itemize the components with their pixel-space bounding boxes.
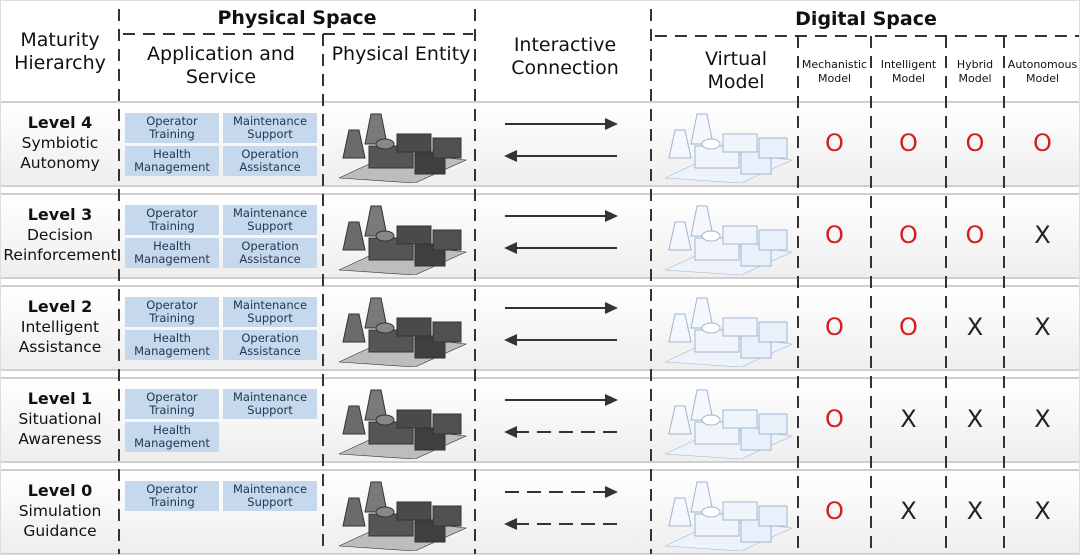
header-intelligent-model: Intelligent Model (880, 58, 937, 85)
service-box: Health Management (125, 238, 219, 268)
header-physical-space: Physical Space (217, 7, 377, 29)
physical-plant-icon (335, 384, 470, 463)
intelligent-model-mark: O (899, 313, 918, 341)
service-box: Health Management (125, 146, 219, 176)
forward-arrow-icon (503, 392, 619, 411)
virtual-plant-icon (661, 200, 796, 279)
intelligent-model-mark: X (900, 405, 917, 433)
virtual-plant-icon (661, 108, 796, 187)
forward-arrow-icon (503, 300, 619, 319)
header-virtual-model: Virtual Model (704, 48, 768, 93)
header-digital-space: Digital Space (795, 8, 937, 30)
header-maturity-hierarchy: Maturity Hierarchy (14, 29, 106, 74)
service-box: Health Management (125, 330, 219, 360)
level-row: Level 4 Symbiotic Autonomy Operator Traini… (1, 101, 1079, 187)
level-row: Level 0 Simulation Guidance Operator Train… (1, 469, 1079, 554)
backward-arrow-icon (503, 332, 619, 351)
hybrid-model-mark: O (965, 129, 985, 157)
level-number: Level 3 (27, 205, 93, 224)
backward-arrow-icon (503, 148, 619, 167)
level-row: Level 2 Intelligent Assistance Operator Tr… (1, 285, 1079, 371)
intelligent-model-mark: O (899, 221, 918, 249)
mechanistic-model-mark: O (825, 405, 844, 433)
level-label: Level 1 Situational Awareness (1, 389, 119, 449)
physical-plant-icon (335, 200, 470, 279)
header-mechanistic-model: Mechanistic Model (801, 58, 868, 85)
level-name: Intelligent Assistance (18, 318, 102, 356)
forward-arrow-icon (503, 116, 619, 135)
mechanistic-model-mark: O (825, 129, 844, 157)
service-box: Operator Training (125, 205, 219, 235)
level-name: Situational Awareness (18, 410, 102, 448)
service-box: Maintenance Support (223, 113, 317, 143)
mechanistic-model-mark: O (825, 221, 844, 249)
hybrid-model-mark: X (966, 313, 984, 341)
service-box: Operator Training (125, 113, 219, 143)
level-number: Level 0 (27, 481, 93, 500)
service-box: Operation Assistance (223, 146, 317, 176)
header-hybrid-model: Hybrid Model (956, 58, 994, 85)
level-label: Level 3 Decision Reinforcement (1, 205, 119, 265)
service-box: Operator Training (125, 389, 219, 419)
physical-plant-icon (335, 476, 470, 554)
backward-arrow-icon (503, 516, 619, 535)
service-box: Operator Training (125, 297, 219, 327)
autonomous-model-mark: O (1033, 129, 1052, 157)
service-box: Operation Assistance (223, 330, 317, 360)
autonomous-model-mark: X (1034, 221, 1051, 249)
level-number: Level 4 (27, 113, 93, 132)
header-interactive-connection: Interactive Connection (511, 34, 619, 79)
forward-arrow-icon (503, 208, 619, 227)
level-row: Level 3 Decision Reinforcement Operator Tr… (1, 193, 1079, 279)
intelligent-model-mark: X (900, 497, 917, 525)
hybrid-model-mark: X (966, 405, 984, 433)
service-box: Maintenance Support (223, 297, 317, 327)
level-label: Level 2 Intelligent Assistance (1, 297, 119, 357)
service-box: Health Management (125, 422, 219, 452)
virtual-plant-icon (661, 384, 796, 463)
physical-plant-icon (335, 292, 470, 371)
virtual-plant-icon (661, 292, 796, 371)
autonomous-model-mark: X (1034, 497, 1051, 525)
forward-arrow-icon (503, 484, 619, 503)
mechanistic-model-mark: O (825, 313, 844, 341)
autonomous-model-mark: X (1034, 405, 1051, 433)
mechanistic-model-mark: O (825, 497, 844, 525)
level-label: Level 0 Simulation Guidance (1, 481, 119, 541)
level-name: Symbiotic Autonomy (20, 134, 100, 172)
hybrid-model-mark: O (965, 221, 985, 249)
header-physical-entity: Physical Entity (331, 43, 471, 65)
level-row: Level 1 Situational Awareness Operator Tra… (1, 377, 1079, 463)
service-box: Maintenance Support (223, 205, 317, 235)
service-box: Maintenance Support (223, 481, 317, 511)
service-box: Operation Assistance (223, 238, 317, 268)
level-name: Decision Reinforcement (3, 226, 117, 264)
level-name: Simulation Guidance (18, 502, 102, 540)
level-label: Level 4 Symbiotic Autonomy (1, 113, 119, 173)
level-number: Level 1 (27, 389, 93, 408)
header-autonomous-model: Autonomous Model (1007, 58, 1078, 85)
service-box: Maintenance Support (223, 389, 317, 419)
intelligent-model-mark: O (899, 129, 918, 157)
hybrid-model-mark: X (966, 497, 984, 525)
virtual-plant-icon (661, 476, 796, 554)
physical-plant-icon (335, 108, 470, 187)
backward-arrow-icon (503, 424, 619, 443)
level-number: Level 2 (27, 297, 93, 316)
header-application-service: Application and Service (147, 43, 295, 88)
autonomous-model-mark: X (1034, 313, 1051, 341)
service-box: Operator Training (125, 481, 219, 511)
backward-arrow-icon (503, 240, 619, 259)
